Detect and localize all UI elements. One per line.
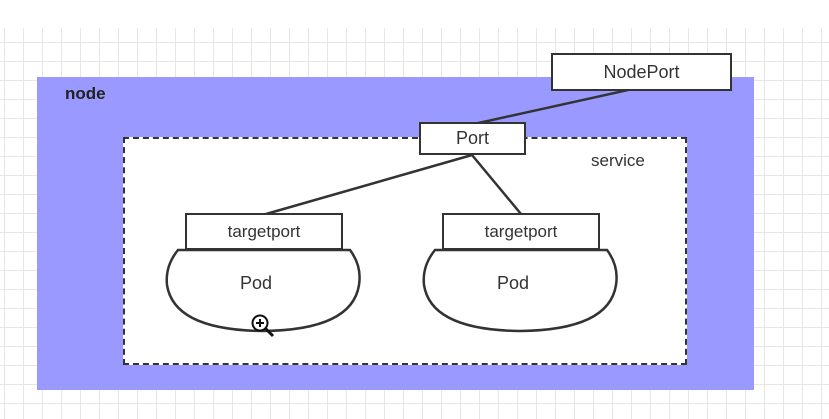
pod-label-right: Pod: [497, 273, 530, 293]
zoom-in-cursor-icon: [251, 314, 275, 338]
nodeport-box[interactable]: NodePort: [551, 53, 732, 91]
targetport-box-right[interactable]: targetport: [442, 213, 600, 250]
service-box: [123, 137, 687, 365]
pod-label-left: Pod: [240, 273, 273, 293]
node-label: node: [65, 84, 106, 103]
canvas-top-margin: [0, 0, 829, 28]
targetport-box-left[interactable]: targetport: [185, 213, 343, 250]
port-box[interactable]: Port: [419, 122, 526, 155]
service-label: service: [591, 151, 645, 170]
